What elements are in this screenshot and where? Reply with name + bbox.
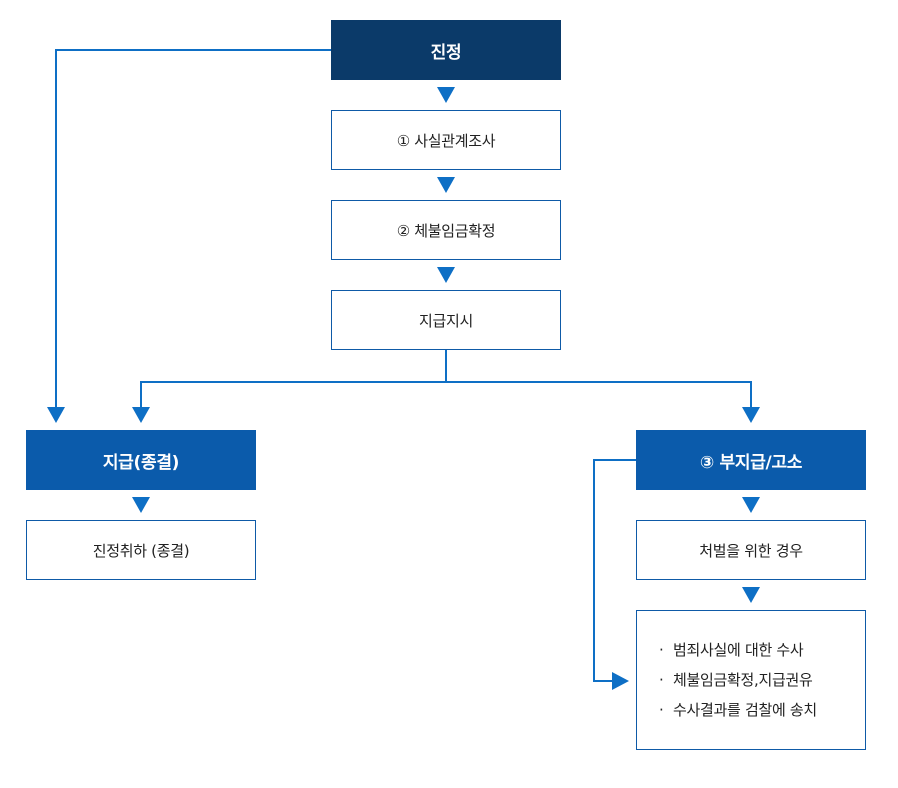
node-unpaid-wage-confirm: ② 체불임금확정 (331, 200, 561, 260)
node-unpaid-wage-confirm-label: ② 체불임금확정 (396, 221, 496, 240)
arrow-down-paid-bypass (47, 407, 65, 423)
bullet-dot: · (659, 701, 664, 719)
node-payment-order-label: 지급지시 (418, 311, 473, 330)
node-petition-withdrawn: 진정취하 (종결) (26, 520, 256, 580)
node-fact-check-label: ① 사실관계조사 (396, 131, 496, 150)
action-item: · 체불임금확정,지급권유 (659, 665, 813, 695)
node-actions-list: · 범죄사실에 대한 수사 · 체불임금확정,지급권유 · 수사결과를 검찰에 송치 (636, 610, 866, 750)
action-item: · 수사결과를 검찰에 송치 (659, 695, 817, 725)
node-fact-check: ① 사실관계조사 (331, 110, 561, 170)
node-if-punishment: 처벌을 위한 경우 (636, 520, 866, 580)
arrow-down-actions (742, 587, 760, 603)
arrow-down-1 (437, 87, 455, 103)
action-item: · 범죄사실에 대한 수사 (659, 635, 804, 665)
node-unpaid-complaint: ③ 부지급/고소 (636, 430, 866, 490)
node-unpaid-complaint-label: ③ 부지급/고소 (699, 452, 803, 473)
connector-split-left (140, 381, 446, 410)
node-petition-label: 진정 (430, 42, 462, 63)
arrow-down-unpaid (742, 407, 760, 423)
node-paid-closed: 지급(종결) (26, 430, 256, 490)
arrow-down-2 (437, 177, 455, 193)
connector-petition-to-paid (55, 49, 331, 410)
arrow-down-3 (437, 267, 455, 283)
node-paid-closed-label: 지급(종결) (102, 452, 180, 473)
connector-split-right (446, 381, 752, 410)
node-if-punishment-label: 처벌을 위한 경우 (699, 541, 803, 560)
bullet-dot: · (659, 641, 664, 659)
arrow-right-actions (612, 672, 629, 690)
connector-unpaid-to-actions (593, 459, 636, 682)
node-petition-withdrawn-label: 진정취하 (종결) (92, 541, 190, 560)
action-item-label: 체불임금확정,지급권유 (673, 671, 813, 689)
arrow-down-withdraw (132, 497, 150, 513)
bullet-dot: · (659, 671, 664, 689)
action-item-label: 수사결과를 검찰에 송치 (673, 701, 817, 719)
arrow-down-punish (742, 497, 760, 513)
node-payment-order: 지급지시 (331, 290, 561, 350)
action-item-label: 범죄사실에 대한 수사 (673, 641, 804, 659)
node-petition: 진정 (331, 20, 561, 80)
arrow-down-paid (132, 407, 150, 423)
